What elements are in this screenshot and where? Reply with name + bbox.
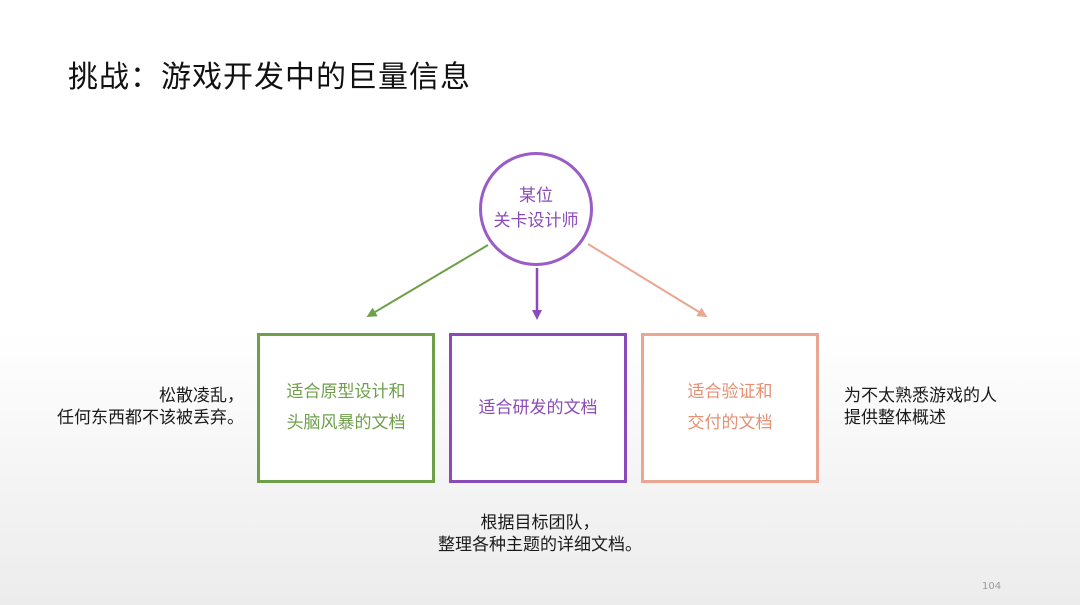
- level-designer-line1: 某位: [519, 186, 553, 206]
- prototype-note-line2: 任何东西都不该被丢弃。: [57, 408, 244, 428]
- prototype-docs-note: 松散凌乱， 任何东西都不该被丢弃。: [57, 385, 244, 429]
- delivery-docs-box: 适合验证和 交付的文档: [641, 333, 819, 483]
- slide-title: 挑战：游戏开发中的巨量信息: [68, 60, 471, 95]
- prototype-docs-line2: 头脑风暴的文档: [286, 413, 406, 433]
- level-designer-node: 某位 关卡设计师: [479, 152, 593, 266]
- arrow-to-prototype-docs: [366, 244, 489, 318]
- delivery-note-line1: 为不太熟悉游戏的人: [844, 386, 997, 406]
- development-note-line2: 整理各种主题的详细文档。: [438, 535, 642, 555]
- prototype-docs-box: 适合原型设计和 头脑风暴的文档: [257, 333, 435, 483]
- level-designer-line2: 关卡设计师: [493, 211, 579, 231]
- arrow-to-delivery-docs: [587, 243, 708, 318]
- delivery-docs-line1: 适合验证和: [687, 382, 773, 402]
- delivery-docs-line2: 交付的文档: [687, 413, 773, 433]
- delivery-note-line2: 提供整体概述: [844, 408, 946, 428]
- delivery-docs-note: 为不太熟悉游戏的人 提供整体概述: [844, 385, 997, 429]
- development-docs-label: 适合研发的文档: [478, 397, 598, 418]
- development-docs-note: 根据目标团队， 整理各种主题的详细文档。: [0, 512, 1080, 556]
- development-docs-box: 适合研发的文档: [449, 333, 627, 483]
- prototype-docs-line1: 适合原型设计和: [286, 382, 406, 402]
- prototype-note-line1: 松散凌乱，: [159, 386, 244, 406]
- development-note-line1: 根据目标团队，: [480, 513, 600, 533]
- page-number: 104: [982, 581, 1002, 592]
